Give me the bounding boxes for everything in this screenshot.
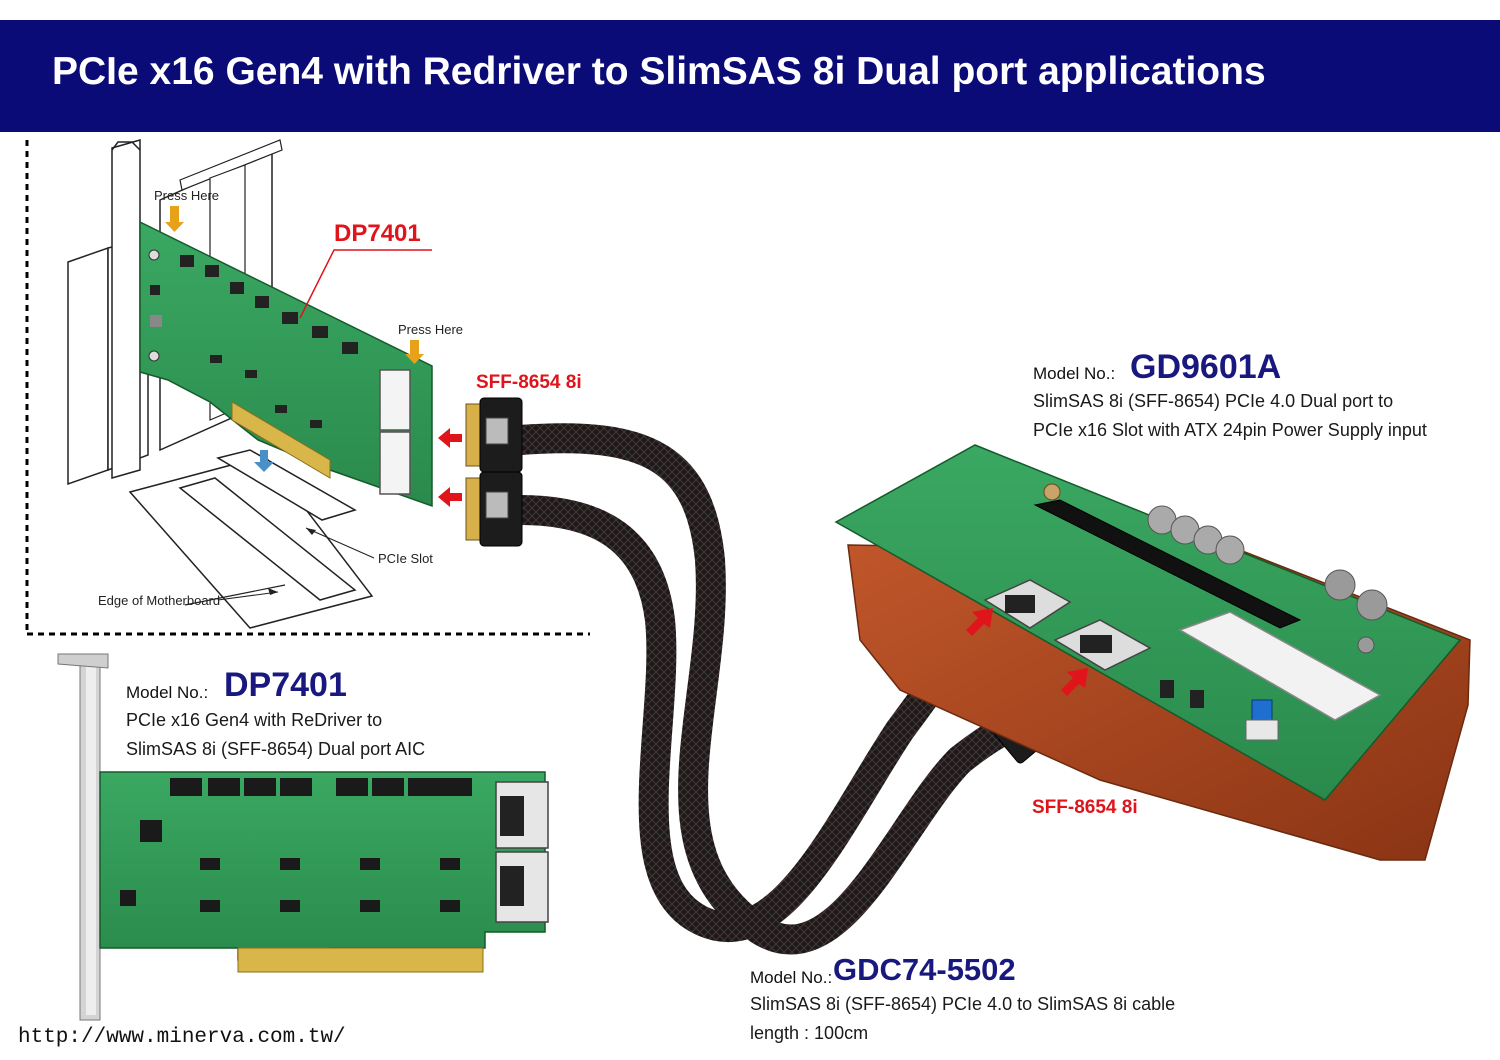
dp7401-description-line1: PCIe x16 Gen4 with ReDriver to [126, 710, 383, 730]
gdc74-description-line1: SlimSAS 8i (SFF-8654) PCIe 4.0 to SlimSA… [750, 994, 1176, 1014]
page-title: PCIe x16 Gen4 with Redriver to SlimSAS 8… [52, 50, 1266, 93]
gd9601a-model-code: GD9601A [1130, 348, 1282, 386]
dp7401-description-line2: SlimSAS 8i (SFF-8654) Dual port AIC [126, 739, 426, 759]
gdc74-description-line2: length : 100cm [750, 1023, 869, 1043]
gdc74-model-label: Model No.: [750, 968, 833, 987]
gd9601a-model-label: Model No.: [1033, 364, 1116, 383]
dp7401-model-label: Model No.: [126, 683, 209, 702]
gd9601a-board [834, 444, 1471, 861]
connector-label-left: SFF-8654 8i [476, 372, 582, 393]
card-label: DP7401 [334, 220, 421, 247]
pcie-slot-label: PCIe Slot [378, 551, 433, 566]
press-here-right-label: Press Here [398, 322, 464, 337]
dp7401-model-code: DP7401 [224, 666, 347, 704]
gd9601a-description-line2: PCIe x16 Slot with ATX 24pin Power Suppl… [1033, 420, 1427, 440]
gd9601a-description-line1: SlimSAS 8i (SFF-8654) PCIe 4.0 Dual port… [1033, 391, 1394, 411]
title-banner: PCIe x16 Gen4 with Redriver to SlimSAS 8… [0, 20, 1500, 132]
edge-of-motherboard-label: Edge of Motherboard [98, 593, 221, 608]
dp7401-product-photo [57, 653, 549, 1021]
red-arrow-icon [438, 428, 462, 507]
installation-frame [25, 140, 590, 636]
press-here-top-label: Press Here [154, 188, 220, 203]
website-url: http://www.minerva.com.tw/ [18, 1026, 346, 1049]
red-arrow-icon [966, 608, 1088, 696]
connector-label-right: SFF-8654 8i [1032, 797, 1138, 818]
card-installation-drawing [67, 139, 433, 629]
gdc74-model-code: GDC74-5502 [833, 952, 1016, 987]
